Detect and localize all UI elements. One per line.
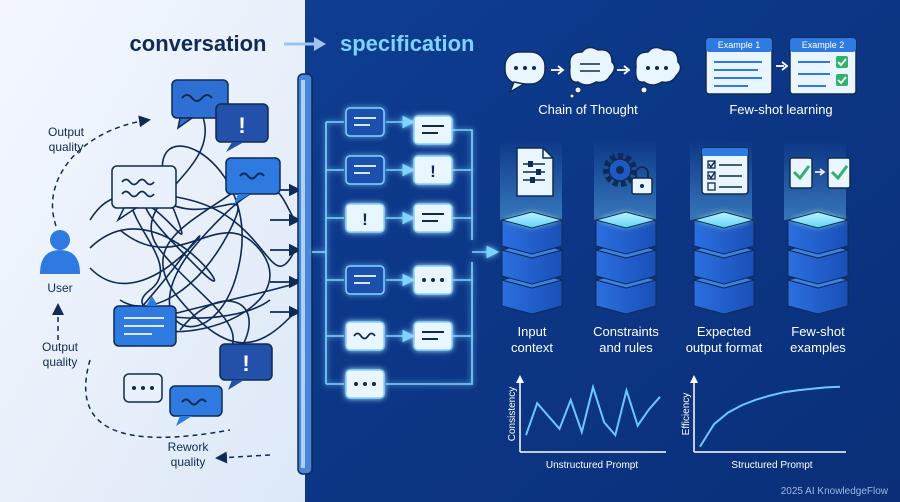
few-shot-learning-label: Few-shot learning (729, 102, 832, 117)
spec-bubble-lines-2 (345, 155, 385, 185)
examples-check-icon (789, 157, 851, 189)
stack-label-constraints-line2: and rules (599, 340, 653, 355)
structured-series-line (699, 385, 841, 448)
tangled-conversation-lines (89, 109, 307, 361)
specification-title: specification (340, 31, 474, 56)
svg-text:!: ! (242, 351, 249, 376)
left-panel-background (0, 0, 305, 502)
gear-lock-icon (603, 153, 653, 195)
few-shot-example-2-card (789, 37, 857, 95)
stacks-group (500, 211, 850, 315)
spec-bubble-alert-2: ! (413, 155, 453, 185)
spec-bubble-lines-6 (413, 321, 453, 351)
spec-bubble-dots-2 (413, 265, 453, 295)
few-shot-stack (786, 211, 850, 315)
user-label: User (47, 281, 72, 295)
input-context-stack (500, 211, 564, 315)
feedback-loop-dashed-arrows (51, 115, 271, 464)
unstructured-title: Unstructured Prompt (546, 460, 638, 471)
svg-text:!: ! (430, 162, 436, 181)
stack-label-input-line2: context (511, 340, 553, 355)
spec-bubble-dots-1 (345, 369, 385, 399)
spec-bubble-lines-5 (413, 203, 453, 233)
speech-bubble-alert-icon: ! (215, 103, 269, 152)
unstructured-series-line (525, 383, 661, 438)
unstructured-chart (516, 375, 666, 453)
stack-label-fewshot-line2: examples (790, 340, 846, 355)
constraints-stack (594, 211, 658, 315)
spec-bubble-alert-1: ! (345, 203, 385, 233)
unstructured-ylabel: Consistency (507, 387, 518, 441)
rework-quality-line1: Rework (168, 440, 210, 454)
output-quality-top-line1: Output (48, 125, 85, 139)
structured-flow-lines (312, 115, 500, 385)
speech-bubble-dots-icon (123, 373, 163, 403)
speech-bubble-wave-light-icon (111, 165, 177, 223)
few-shot-example-1-card (705, 37, 773, 95)
user-icon (40, 230, 80, 274)
structured-title: Structured Prompt (731, 460, 812, 471)
stack-label-input-line1: Input (518, 324, 547, 339)
example-2-label: Example 2 (802, 40, 845, 50)
chain-of-thought-icon (504, 46, 682, 99)
example-1-label: Example 1 (718, 40, 761, 50)
document-settings-icon (516, 147, 554, 197)
structured-ylabel: Efficiency (681, 393, 692, 436)
speech-bubble-wave-small-icon (169, 385, 223, 426)
checklist-window-icon (701, 147, 749, 195)
structured-chart (690, 375, 846, 453)
output-quality-top-line2: quality (49, 140, 84, 154)
divider-pillar (297, 73, 313, 475)
svg-text:!: ! (238, 113, 245, 138)
svg-text:!: ! (362, 210, 368, 229)
speech-bubble-wave-icon (171, 79, 229, 130)
spec-bubble-wave (345, 321, 385, 351)
few-shot-arrow-icon (776, 61, 789, 71)
spec-bubble-lines-3 (345, 265, 385, 295)
conversation-title: conversation (130, 31, 267, 56)
footer-credit: 2025 AI KnowledgeFlow (781, 486, 889, 497)
output-quality-bottom-line2: quality (43, 355, 78, 369)
spec-bubble-lines-4 (413, 115, 453, 145)
output-format-stack (692, 211, 756, 315)
stack-label-fewshot-line1: Few-shot (791, 324, 845, 339)
speech-bubble-alert-dark-icon: ! (219, 343, 273, 390)
speech-bubble-lines-icon (113, 296, 177, 347)
stack-label-constraints-line1: Constraints (593, 324, 659, 339)
output-quality-bottom-line1: Output (42, 340, 79, 354)
stack-label-format-line1: Expected (697, 324, 751, 339)
speech-bubble-wave-blue-icon (225, 157, 281, 204)
spec-bubble-lines-1 (345, 107, 385, 137)
header-arrow-icon (284, 37, 326, 51)
chain-of-thought-label: Chain of Thought (538, 102, 638, 117)
stack-label-format-line2: output format (686, 340, 763, 355)
rework-quality-line2: quality (171, 455, 206, 469)
